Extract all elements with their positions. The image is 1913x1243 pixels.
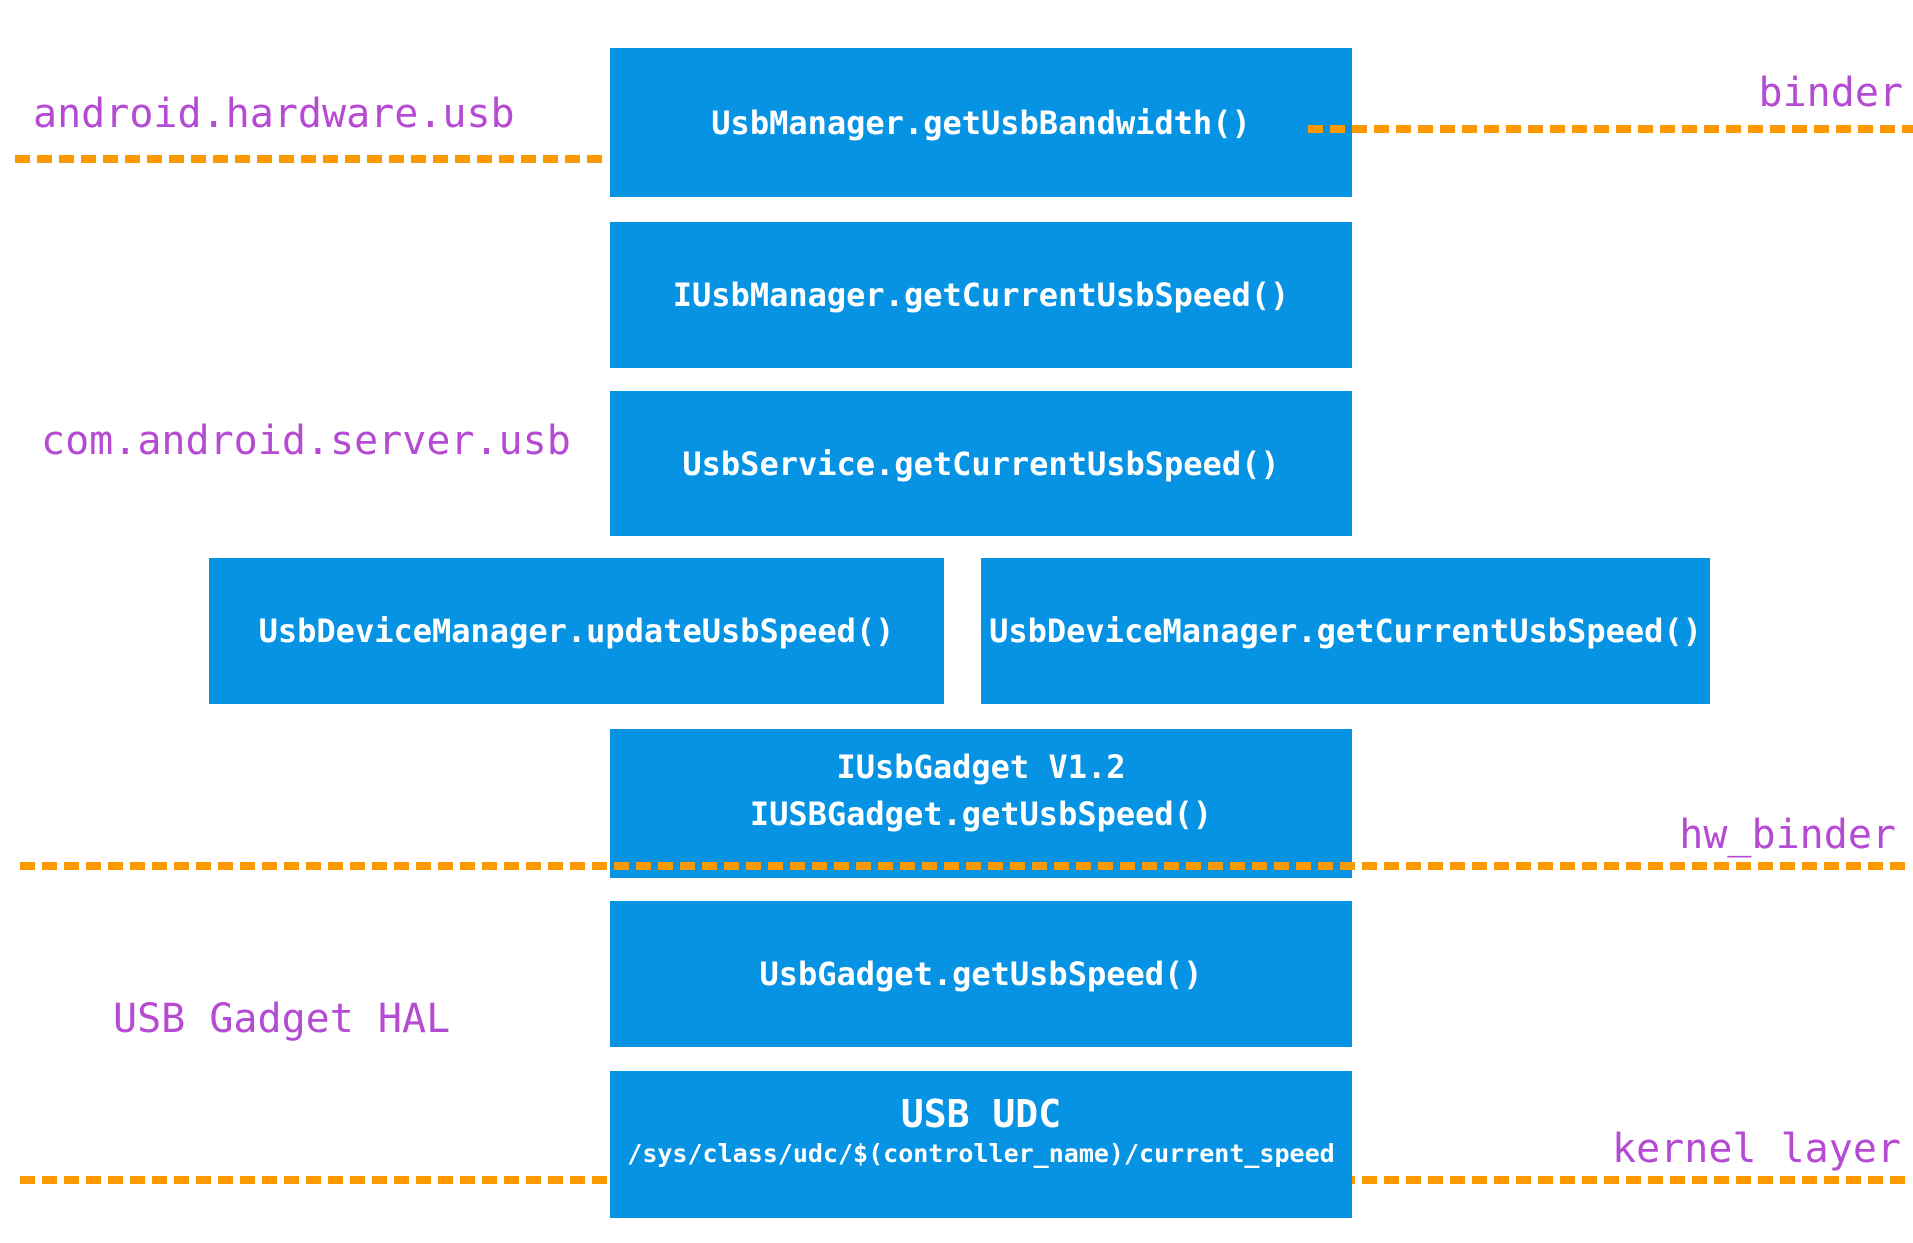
binder-boundary-line-right [1308,125,1913,133]
box-udm-update-text: UsbDeviceManager.updateUsbSpeed() [258,612,895,650]
box-iusbgadget-version-text: IUsbGadget V1.2 [836,748,1126,787]
box-usbmanager-getusbbandwidth: UsbManager.getUsbBandwidth() [610,48,1352,197]
label-binder: binder [1758,70,1904,116]
label-hw-binder: hw_binder [1679,812,1896,858]
binder-boundary-line-left [15,155,608,163]
box-usbgadget-text: UsbGadget.getUsbSpeed() [759,955,1203,993]
hw-binder-boundary-line [20,862,1905,870]
label-usb-gadget-hal: USB Gadget HAL [113,996,451,1042]
label-android-hardware-usb: android.hardware.usb [33,91,515,137]
box-udm-get-text: UsbDeviceManager.getCurrentUsbSpeed() [989,612,1702,650]
box-usb-udc-sysfs-path: /sys/class/udc/$(controller_name)/curren… [627,1139,1335,1168]
box-usb-udc: USB UDC /sys/class/udc/$(controller_name… [610,1071,1352,1218]
box-usbdevicemanager-getcurrentusbspeed: UsbDeviceManager.getCurrentUsbSpeed() [981,558,1710,704]
box-iusbgadget: IUsbGadget V1.2 IUSBGadget.getUsbSpeed() [610,729,1352,878]
box-usb-udc-title: USB UDC [900,1091,1062,1136]
box-iusbmanager-text: IUsbManager.getCurrentUsbSpeed() [672,276,1290,314]
box-usbgadget-getusbspeed: UsbGadget.getUsbSpeed() [610,901,1352,1047]
label-com-android-server-usb: com.android.server.usb [41,418,571,464]
label-kernel-layer: kernel layer [1612,1126,1901,1172]
box-usbmanager-text: UsbManager.getUsbBandwidth() [711,103,1251,142]
box-iusbmanager-getcurrentusbspeed: IUsbManager.getCurrentUsbSpeed() [610,222,1352,368]
box-iusbgadget-method-text: IUSBGadget.getUsbSpeed() [749,794,1213,833]
box-usbservice-getcurrentusbspeed: UsbService.getCurrentUsbSpeed() [610,391,1352,536]
box-usbservice-text: UsbService.getCurrentUsbSpeed() [682,444,1280,483]
box-usbdevicemanager-updateusbspeed: UsbDeviceManager.updateUsbSpeed() [209,558,944,704]
